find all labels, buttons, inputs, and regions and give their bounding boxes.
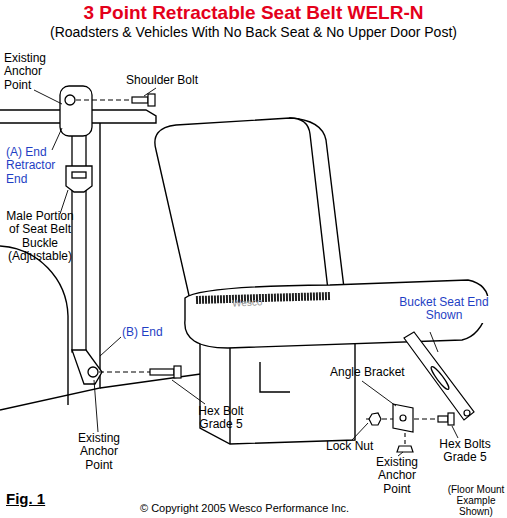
belt-strap xyxy=(72,130,86,352)
figure-caption: Fig. 1 xyxy=(6,491,45,508)
floor-anchor-nut xyxy=(397,446,413,452)
leader-lines xyxy=(34,88,458,456)
leader-line xyxy=(94,380,98,432)
retractor-housing xyxy=(60,86,92,136)
buckle-slot xyxy=(72,172,86,178)
title: 3 Point Retractable Seat Belt WELR-N xyxy=(0,2,507,23)
part-label: Male Portion of Seat Belt Buckle (Adjust… xyxy=(0,210,80,264)
part-label: (B) End xyxy=(122,326,163,339)
wheel-arch xyxy=(0,246,68,405)
part-label: Angle Bracket xyxy=(330,366,405,379)
dashed-guide xyxy=(99,371,150,372)
part-label: Existing Anchor Point xyxy=(366,456,428,496)
part-label: (A) End Retractor End xyxy=(6,146,64,186)
part-label: © Copyright 2005 Wesco Performance Inc. xyxy=(140,502,349,514)
part-label: Hex Bolts Grade 5 xyxy=(432,438,498,465)
bracket-strap xyxy=(404,332,474,420)
bucket-seat xyxy=(155,118,489,444)
leader-line xyxy=(362,381,396,406)
bracket-hole xyxy=(400,415,406,421)
part-label: Shoulder Bolt xyxy=(126,74,198,87)
angle-bracket xyxy=(393,332,474,432)
leader-line xyxy=(172,380,205,404)
hex-bolt-shank xyxy=(150,369,174,375)
seam-band xyxy=(196,296,330,300)
bracket-slot xyxy=(429,365,451,391)
part-label: Existing Anchor Point xyxy=(4,52,54,92)
part-label: Existing Anchor Point xyxy=(70,432,128,472)
leader-line xyxy=(452,426,458,438)
spacer xyxy=(146,84,156,114)
hex-bolt-head xyxy=(448,413,454,425)
hex-bolt-head xyxy=(174,366,181,378)
dashed-guide xyxy=(76,99,132,100)
leader-line xyxy=(34,90,62,104)
bracket-plate xyxy=(393,404,413,432)
shoulder-bolt-shank xyxy=(132,97,148,103)
leader-line xyxy=(100,337,121,356)
anchor-bolt-hole xyxy=(88,367,98,377)
bolts xyxy=(132,94,454,452)
lock-nut xyxy=(369,413,381,425)
leader-line xyxy=(144,88,156,96)
part-label: Bucket Seat End Shown xyxy=(392,296,496,323)
part-label: Wesco xyxy=(232,296,263,309)
bracket-hole xyxy=(464,410,470,416)
shoulder-bolt-head xyxy=(148,94,155,106)
part-label: (Floor Mount Example Shown) xyxy=(442,484,507,518)
leader-line xyxy=(430,332,438,352)
buckle-tongue xyxy=(66,166,92,192)
hex-bolt-shank xyxy=(438,416,448,422)
leader-line xyxy=(52,128,62,150)
anchor-bolt-hole xyxy=(65,95,75,105)
belt-end-loop xyxy=(72,350,102,384)
seatback xyxy=(155,118,328,300)
part-label: Hex Bolt Grade 5 xyxy=(190,405,252,432)
leader-line xyxy=(352,423,368,440)
seat-base-notch xyxy=(260,362,290,392)
part-label: (Roadsters & Vehicles With No Back Seat … xyxy=(0,25,507,41)
hardware-dashes xyxy=(76,100,446,452)
part-label: Lock Nut xyxy=(326,440,373,453)
